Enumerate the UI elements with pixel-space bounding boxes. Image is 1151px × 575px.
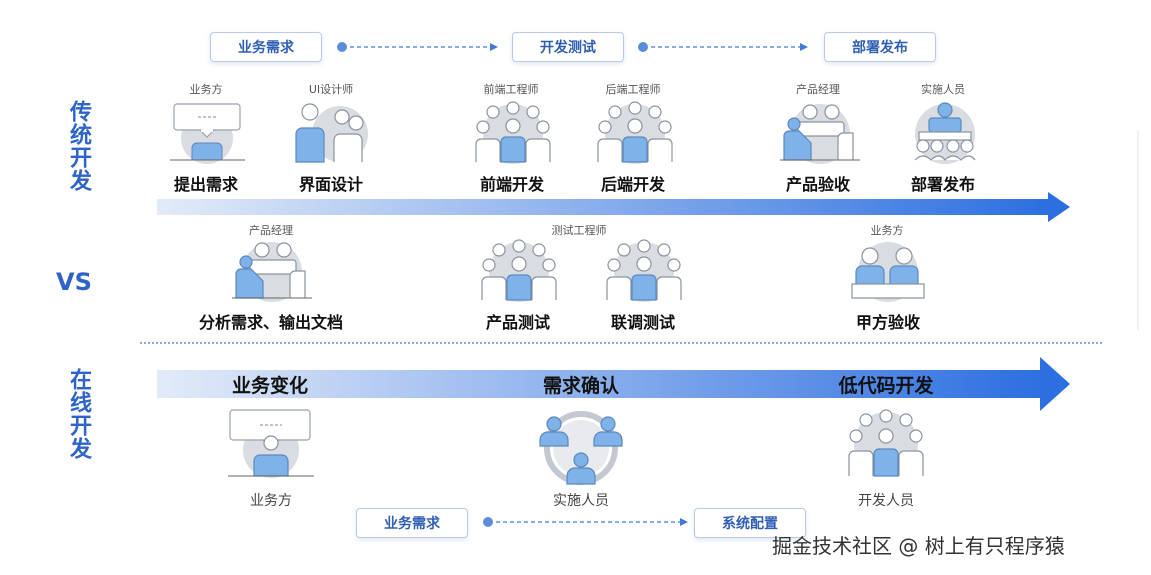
- arrow-label: 需求确认: [542, 375, 619, 397]
- team-group-icon: [597, 101, 673, 164]
- online-dev-title: 在线开发: [66, 368, 91, 460]
- step-label: 产品测试: [485, 313, 550, 332]
- step-label: 联调测试: [610, 313, 675, 332]
- vs-label: VS: [56, 268, 92, 296]
- role-label: 测试工程师: [551, 224, 607, 237]
- step-label: 前端开发: [479, 175, 544, 194]
- role-label: 前端工程师: [483, 83, 539, 96]
- presenter-group-icon: [914, 102, 976, 164]
- person-pair-icon: [851, 242, 925, 302]
- traditional-timeline-arrow: [157, 192, 1070, 222]
- phase-deploy: 部署发布: [824, 32, 936, 62]
- step-label: 甲方验收: [855, 313, 920, 332]
- step-label: 产品验收: [785, 175, 850, 194]
- watermark-text: 掘金技术社区 @ 树上有只程序猿: [772, 534, 1065, 558]
- role-label: 实施人员: [921, 83, 965, 96]
- team-group-icon: [848, 409, 924, 477]
- online-timeline-arrow: [157, 357, 1070, 411]
- step-label: 分析需求、输出文档: [198, 313, 343, 332]
- arrow-label: 业务变化: [231, 375, 308, 397]
- role-label: 后端工程师: [605, 83, 661, 96]
- role-label: 业务方: [189, 83, 223, 96]
- traditional-dev-title: 传统开发: [66, 100, 91, 192]
- speech-person-icon: [170, 103, 245, 164]
- online-role-label: 业务方: [250, 493, 292, 509]
- bottom-phase-business-requirement: 业务需求: [356, 508, 468, 538]
- role-label: 产品经理: [796, 83, 840, 96]
- phase-business-requirement: 业务需求: [210, 32, 322, 62]
- team-group-icon: [481, 239, 557, 302]
- phase-dev-test: 开发测试: [512, 32, 624, 62]
- meeting-icon: [232, 242, 312, 302]
- team-group-icon: [606, 239, 682, 302]
- designer-group-icon: [295, 103, 368, 163]
- arrow-label: 低代码开发: [838, 375, 934, 397]
- bottom-flow-connector: [483, 517, 688, 527]
- role-label: UI设计师: [308, 83, 354, 96]
- role-label: 业务方: [870, 224, 904, 237]
- speech-person-icon: [228, 409, 314, 478]
- online-role-label: 实施人员: [553, 493, 609, 509]
- step-label: 部署发布: [910, 175, 975, 194]
- top-flow-connector-2: [638, 42, 808, 52]
- bottom-phase-system-config: 系统配置: [694, 508, 806, 538]
- meeting-icon: [780, 104, 860, 164]
- step-label: 界面设计: [298, 175, 363, 194]
- step-label: 后端开发: [600, 175, 665, 194]
- role-label: 产品经理: [249, 224, 293, 237]
- top-flow-connector-1: [337, 42, 498, 52]
- step-label: 提出需求: [173, 175, 238, 194]
- team-group-icon: [475, 101, 551, 164]
- online-role-label: 开发人员: [858, 493, 914, 509]
- triad-icon: [539, 411, 623, 485]
